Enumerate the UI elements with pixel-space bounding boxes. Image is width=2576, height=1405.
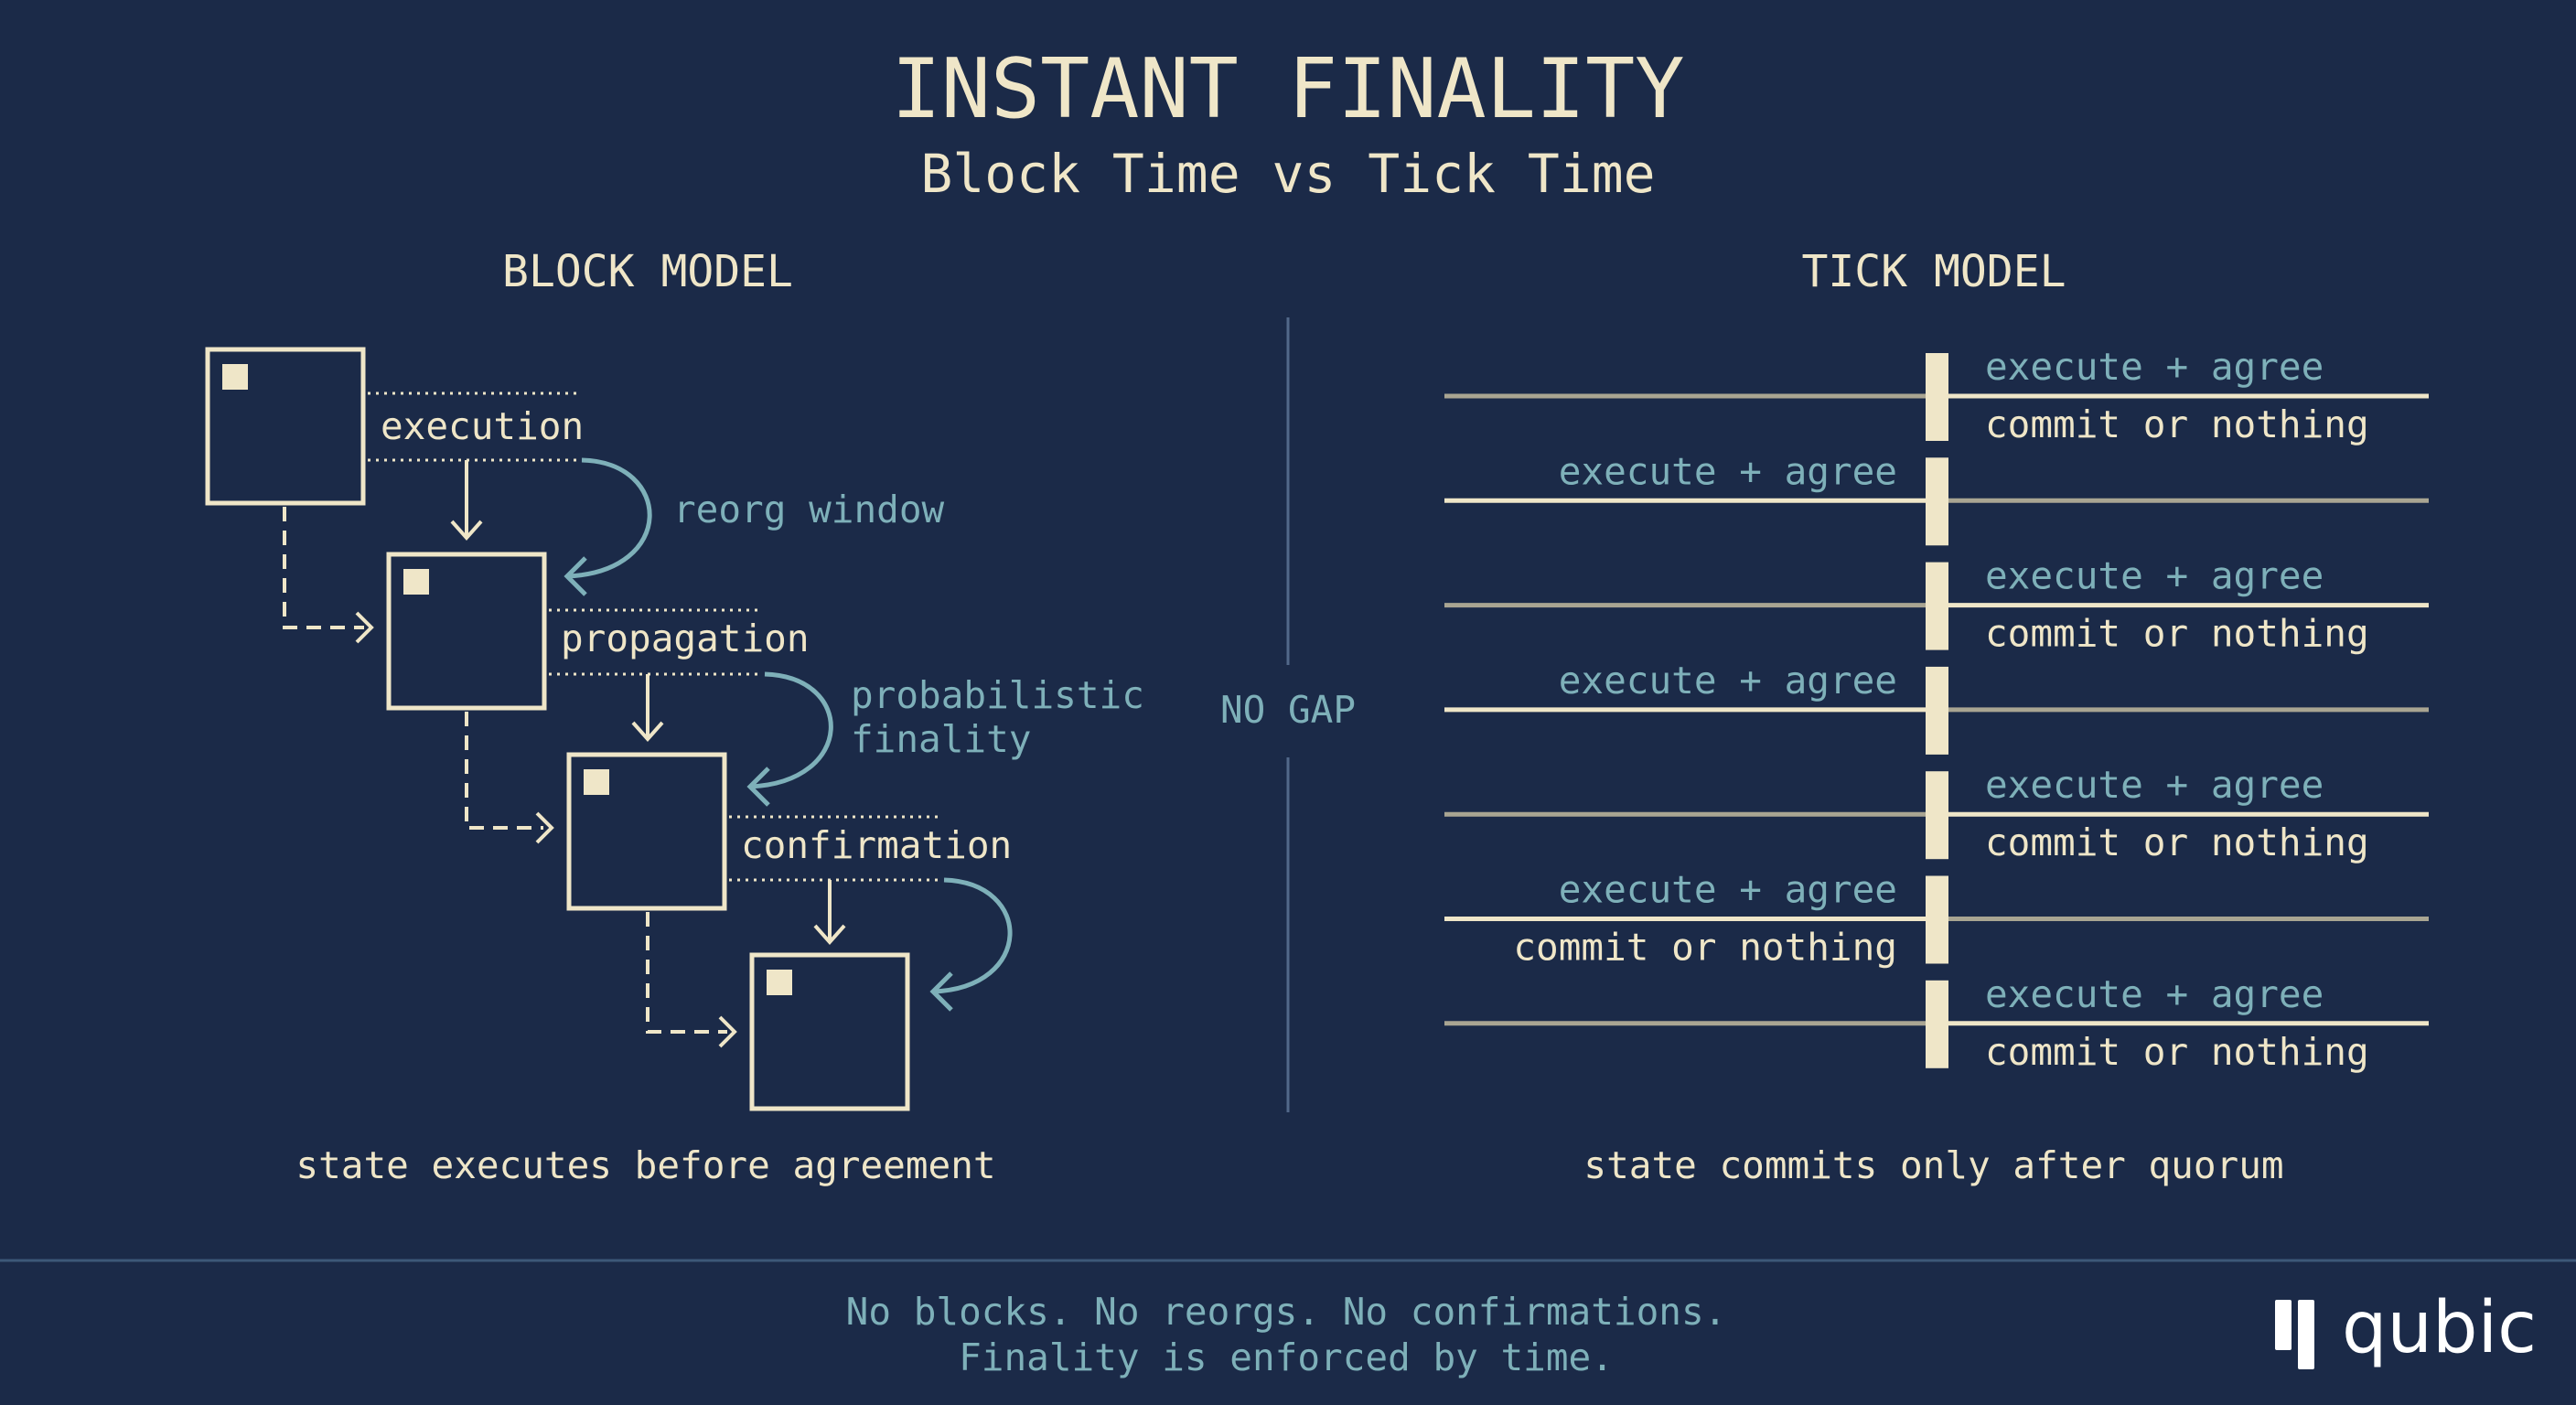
footer-line-2: Finality is enforced by time. [959,1335,1614,1379]
footer-line-1: No blocks. No reorgs. No confirmations. [846,1290,1727,1334]
tick-execute-label: execute + agree [1985,554,2324,598]
probabilistic-label: probabilistic [851,673,1144,717]
block-box-3 [566,752,727,911]
block-box-2 [386,552,547,711]
block-model-caption: state executes before agreement [295,1143,995,1187]
logo-bar-icon [2275,1300,2292,1350]
stage-label-propagation: propagation [561,617,810,660]
no-gap-label: NO GAP [1220,688,1356,732]
dashed-chain-arrow [283,507,727,1034]
curved-arrow-icon [564,457,1013,1012]
block-model-diagram [205,347,1013,1111]
tick-model-caption: state commits only after quorum [1583,1143,2283,1187]
chevron-right-icon [355,611,737,1048]
tick-marker [1926,771,1948,860]
tick-marker [1926,980,1948,1068]
tick-marker [1926,562,1948,650]
logo-bar-icon [2298,1300,2314,1369]
tick-commit-label: commit or nothing [1985,402,2369,446]
tick-execute-label: execute + agree [1985,763,2324,807]
block-box-1 [205,347,366,506]
stage-label-execution: execution [381,404,584,448]
tick-commit-label: commit or nothing [1985,612,2369,656]
tick-commit-label: commit or nothing [1985,820,2369,864]
block-marker-icon [403,569,429,595]
stage-label-confirmation: confirmation [741,823,1012,867]
tick-commit-label: commit or nothing [1513,926,1897,970]
tick-execute-label: execute + agree [1985,972,2324,1016]
dotted-guides [368,391,939,882]
tick-marker [1926,353,1948,441]
qubic-logo: qubic [2275,1287,2537,1369]
block-marker-icon [767,970,792,995]
reorg-window-label: reorg window [673,488,945,531]
logo-text: qubic [2342,1287,2537,1369]
block-marker-icon [222,364,248,390]
tick-execute-label: execute + agree [1985,345,2324,389]
down-arrow-icon [450,460,846,946]
page-title: INSTANT FINALITY [892,41,1685,137]
tick-commit-label: commit or nothing [1985,1030,2369,1074]
tick-marker [1926,457,1948,546]
tick-marker [1926,666,1948,755]
block-model-heading: BLOCK MODEL [502,246,793,297]
block-box-4 [749,952,910,1111]
tick-model-diagram: execute + agree commit or nothing execute … [1444,345,2429,1074]
page-subtitle: Block Time vs Tick Time [920,143,1655,205]
tick-execute-label: execute + agree [1559,659,1897,702]
tick-execute-label: execute + agree [1559,449,1897,493]
finality-label: finality [851,717,1031,761]
tick-execute-label: execute + agree [1559,868,1897,912]
block-marker-icon [584,769,609,795]
tick-model-heading: TICK MODEL [1802,246,2066,297]
tick-marker [1926,875,1948,964]
